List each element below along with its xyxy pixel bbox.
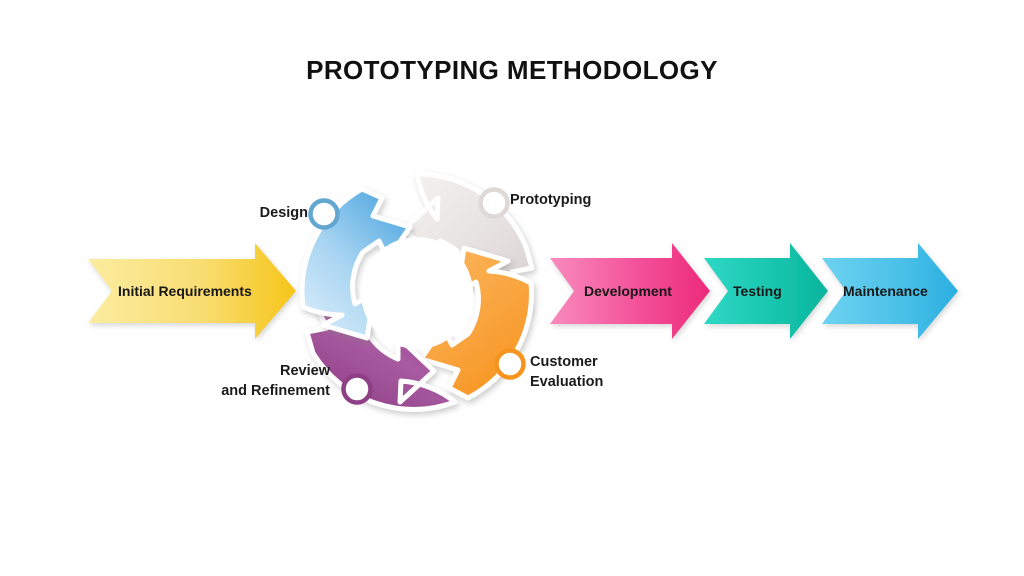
cycle-label-review-and-refinement: Review and Refinement bbox=[221, 363, 330, 399]
cycle-diagram bbox=[299, 171, 535, 412]
cycle-marker-review-and-refinement[interactable] bbox=[341, 373, 373, 405]
cycle-label-customer-evaluation: Customer Evaluation bbox=[530, 354, 604, 390]
stage-arrow-development[interactable] bbox=[550, 243, 710, 339]
arrow-shape-maintenance bbox=[822, 243, 958, 339]
page-title: PROTOTYPING METHODOLOGY bbox=[306, 55, 718, 85]
arrow-shape-testing bbox=[704, 243, 828, 339]
stage-arrow-maintenance[interactable] bbox=[822, 243, 958, 339]
cycle-marker-customer-evaluation[interactable] bbox=[494, 348, 526, 380]
cycle-label-prototyping: Prototyping bbox=[510, 192, 592, 208]
stage-arrow-testing[interactable] bbox=[704, 243, 828, 339]
cycle-marker-design[interactable] bbox=[308, 198, 340, 230]
cycle-marker-prototyping[interactable] bbox=[478, 187, 510, 219]
cycle-label-design: Design bbox=[259, 205, 308, 221]
arrow-shape-development bbox=[550, 243, 710, 339]
arrow-shape-initial-requirements bbox=[88, 243, 296, 339]
cycle-center-hub bbox=[361, 237, 473, 349]
stage-arrow-initial-requirements[interactable] bbox=[88, 243, 296, 339]
